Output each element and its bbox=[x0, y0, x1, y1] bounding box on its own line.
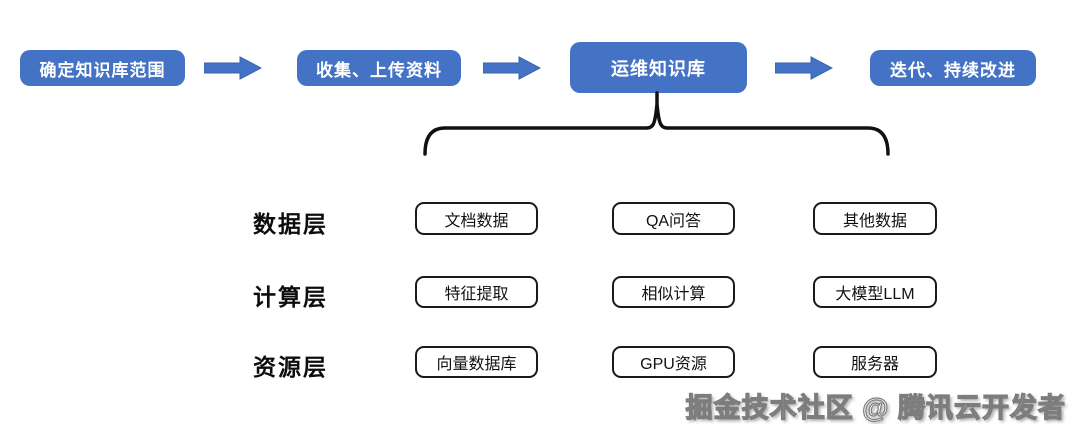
layer-label-data: 数据层 bbox=[253, 211, 328, 237]
layer-box-llm: 大模型LLM bbox=[813, 276, 937, 308]
layer-box-feature-extraction: 特征提取 bbox=[415, 276, 538, 308]
arrow-shape bbox=[775, 56, 833, 80]
flow-arrow-icon bbox=[204, 56, 262, 80]
layer-label-resource: 资源层 bbox=[253, 354, 328, 380]
watermark-text: 掘金技术社区 @ 腾讯云开发者 bbox=[685, 392, 1066, 423]
flow-step-collect-upload: 收集、上传资料 bbox=[297, 50, 461, 86]
layer-box-gpu-resource: GPU资源 bbox=[612, 346, 735, 378]
arrow-shape bbox=[204, 56, 262, 80]
flow-step-ops-knowledge-base: 运维知识库 bbox=[570, 42, 747, 93]
layer-box-vector-database: 向量数据库 bbox=[415, 346, 538, 378]
flow-arrow-icon bbox=[775, 56, 833, 80]
curly-brace-icon bbox=[423, 91, 890, 156]
arrow-shape bbox=[483, 56, 541, 80]
layer-box-similarity-compute: 相似计算 bbox=[612, 276, 735, 308]
flow-step-define-scope: 确定知识库范围 bbox=[20, 50, 185, 86]
layer-label-compute: 计算层 bbox=[253, 284, 328, 310]
layer-box-qa: QA问答 bbox=[612, 202, 735, 235]
layer-box-other-data: 其他数据 bbox=[813, 202, 937, 235]
flow-step-iterate-improve: 迭代、持续改进 bbox=[870, 50, 1036, 86]
brace-shape bbox=[423, 91, 890, 156]
layer-box-document-data: 文档数据 bbox=[415, 202, 538, 235]
layer-box-server: 服务器 bbox=[813, 346, 937, 378]
flow-arrow-icon bbox=[483, 56, 541, 80]
